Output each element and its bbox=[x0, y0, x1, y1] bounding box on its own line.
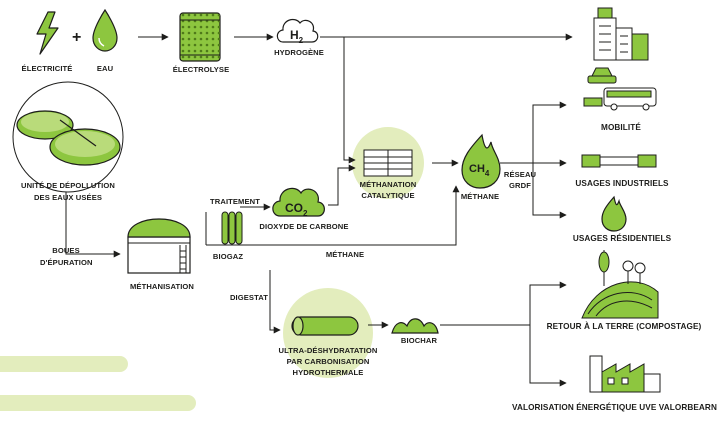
treatment-filter-icon bbox=[221, 211, 243, 245]
arrow-residentiels bbox=[532, 163, 567, 219]
arrow-digestat-uhd bbox=[269, 270, 281, 334]
gas-flame-icon bbox=[601, 195, 627, 232]
label-hydrogene: HYDROGÈNE bbox=[274, 48, 324, 57]
label-uhd-line2: PAR CARBONISATION bbox=[286, 357, 370, 366]
biochar-pile-icon bbox=[391, 318, 439, 334]
wastewater-plant-icon bbox=[12, 81, 124, 193]
ch4-symbol: CH4 bbox=[469, 163, 490, 178]
label-depollution-line1: UNITÉ DE DÉPOLLUTION bbox=[21, 181, 115, 190]
label-mobilite: MOBILITÉ bbox=[601, 123, 641, 132]
label-reseau-line2: GRDF bbox=[509, 181, 531, 190]
decor-bar-top bbox=[0, 356, 128, 372]
label-retour: RETOUR À LA TERRE (COMPOSTAGE) bbox=[546, 322, 702, 331]
label-valorisation: VALORISATION ÉNERGÉTIQUE UVE VALORBEARN bbox=[512, 403, 717, 412]
label-uhd-line1: ULTRA-DÉSHYDRATATION bbox=[278, 346, 378, 355]
hydrogen-cloud-icon bbox=[276, 18, 319, 43]
label-digestat: DIGESTAT bbox=[229, 293, 269, 302]
buildings-icon bbox=[593, 7, 649, 61]
connectors bbox=[65, 33, 573, 387]
arrow-valorisation bbox=[529, 325, 567, 387]
label-biogaz: BIOGAZ bbox=[212, 252, 244, 261]
label-depollution-line2: DES EAUX USÉES bbox=[33, 193, 103, 202]
arrow-h2-methanation bbox=[343, 37, 356, 164]
label-boues-line2: D'ÉPURATION bbox=[40, 258, 93, 267]
label-methanation-line2: CATALYTIQUE bbox=[361, 191, 415, 200]
label-usages-residentiels: USAGES RÉSIDENTIELS bbox=[572, 234, 672, 243]
label-methane: MÉTHANE bbox=[460, 192, 500, 201]
label-reseau-line1: RÉSEAU bbox=[503, 170, 537, 179]
label-methane-flow: MÉTHANE bbox=[325, 250, 365, 259]
methanation-reactor-icon bbox=[363, 149, 413, 177]
co2-cloud-icon bbox=[272, 187, 325, 217]
vehicles-icon bbox=[583, 67, 657, 111]
hydrothermal-reactor-icon bbox=[291, 316, 359, 336]
compost-field-icon bbox=[581, 250, 659, 319]
label-dioxyde: DIOXYDE DE CARBONE bbox=[259, 222, 349, 231]
label-usages-industriels: USAGES INDUSTRIELS bbox=[575, 179, 669, 188]
label-boues-line1: BOUES bbox=[52, 246, 80, 255]
label-biochar: BIOCHAR bbox=[400, 336, 438, 345]
h2-symbol: H2 bbox=[290, 28, 304, 45]
decor-bar-bottom bbox=[0, 395, 196, 411]
label-traitement: TRAITEMENT bbox=[210, 197, 260, 206]
arrow-retour bbox=[529, 281, 567, 325]
arrow-co2-methanation bbox=[328, 164, 356, 206]
label-methanation-line1: MÉTHANATION bbox=[359, 180, 417, 189]
label-uhd-line3: HYDROTHERMALE bbox=[292, 368, 364, 377]
arrow-methane-ch4 bbox=[206, 185, 460, 246]
plus-sign: + bbox=[72, 29, 81, 46]
methane-flame-icon bbox=[461, 133, 501, 189]
arrow-mobilite bbox=[532, 101, 567, 163]
co2-symbol: CO2 bbox=[285, 201, 308, 218]
label-electrolyse: ÉLECTROLYSE bbox=[172, 65, 230, 74]
digester-icon bbox=[127, 218, 191, 274]
arrow-boues-methanisation bbox=[65, 170, 121, 258]
label-methanisation: MÉTHANISATION bbox=[129, 282, 194, 291]
water-drop-icon bbox=[92, 8, 118, 52]
electrolyser-icon bbox=[179, 12, 221, 62]
label-electricite: ÉLECTRICITÉ bbox=[21, 64, 73, 73]
factory-icon bbox=[589, 355, 661, 393]
label-eau: EAU bbox=[96, 64, 114, 73]
pipe-icon bbox=[581, 154, 657, 168]
lightning-icon bbox=[36, 11, 59, 55]
